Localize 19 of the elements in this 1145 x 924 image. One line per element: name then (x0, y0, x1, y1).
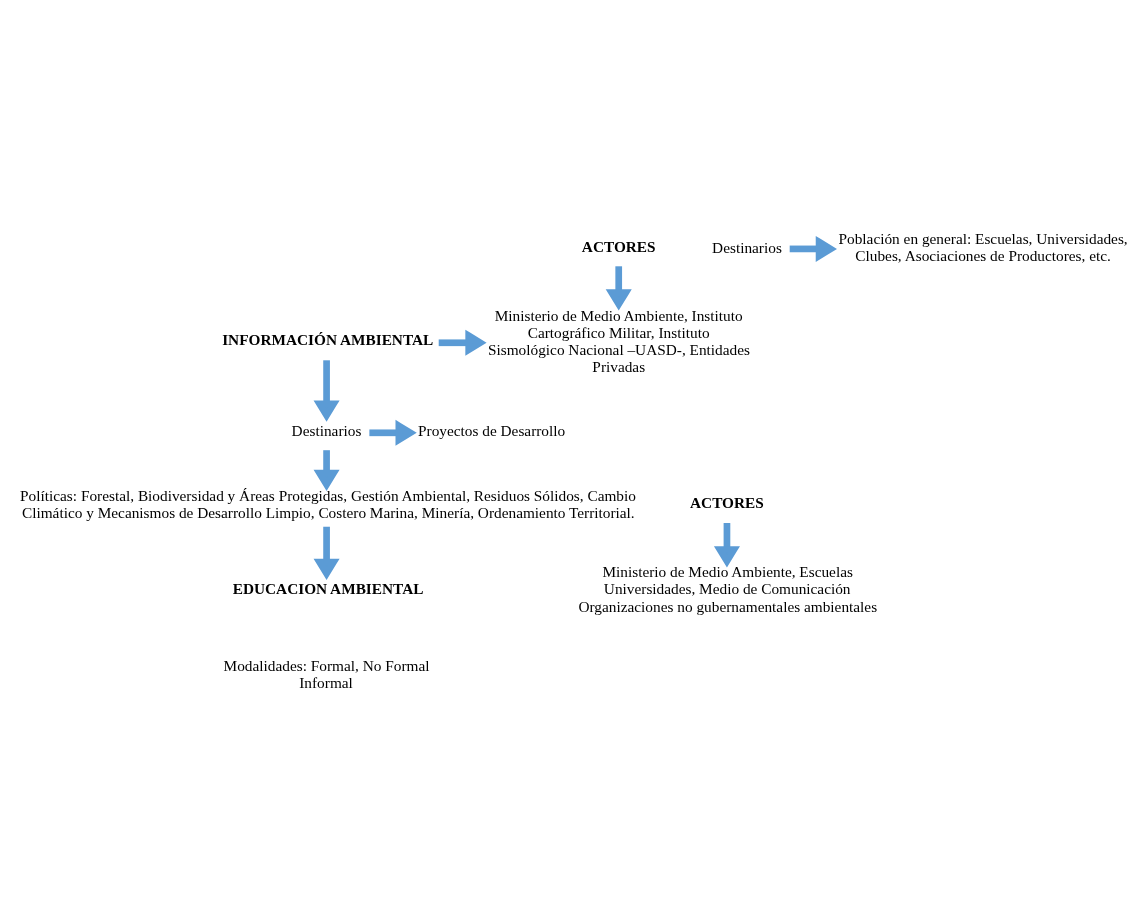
arrow (605, 265, 632, 311)
node-text: Ministerio de Medio Ambiente, Instituto Cartográfico Militar, Instituto Sismológico Nacional –UASD-, Entidades Privadas (487, 306, 750, 375)
node-text: Políticas: Forestal, Biodiversidad y Áreas Protegidas, Gestión Ambiental, Residuos Sólidos, Cambio Climático y Mecanismos de Desarrollo Limpio, Costero Marina, Minería, Ordenamiento Territorial. (20, 486, 636, 521)
node-text: Población en general: Escuelas, Universidades, Clubes, Asociaciones de Productores, etc. (838, 229, 1128, 264)
node-text: ACTORES (581, 237, 656, 255)
label: Modalidades: Formal, No Formal Informal (223, 656, 430, 691)
node-text: INFORMACIÓN AMBIENTAL (222, 330, 434, 348)
node-text: Proyectos de Desarrollo (418, 421, 566, 439)
arrow (438, 329, 487, 356)
node-text: ACTORES (690, 493, 764, 511)
arrow (313, 359, 340, 422)
node-text: Ministerio de Medio Ambiente, Escuelas Universidades, Medio de Comunicación Organizaciones no gubernamentales ambientales (578, 562, 878, 615)
arrow (713, 522, 740, 567)
arrow (313, 449, 340, 491)
arrow (789, 235, 837, 262)
arrow (369, 419, 417, 446)
node-text: EDUCACION AMBIENTAL (232, 579, 424, 597)
node-text: Destinarios (291, 421, 362, 439)
node-text: Destinarios (712, 238, 782, 256)
